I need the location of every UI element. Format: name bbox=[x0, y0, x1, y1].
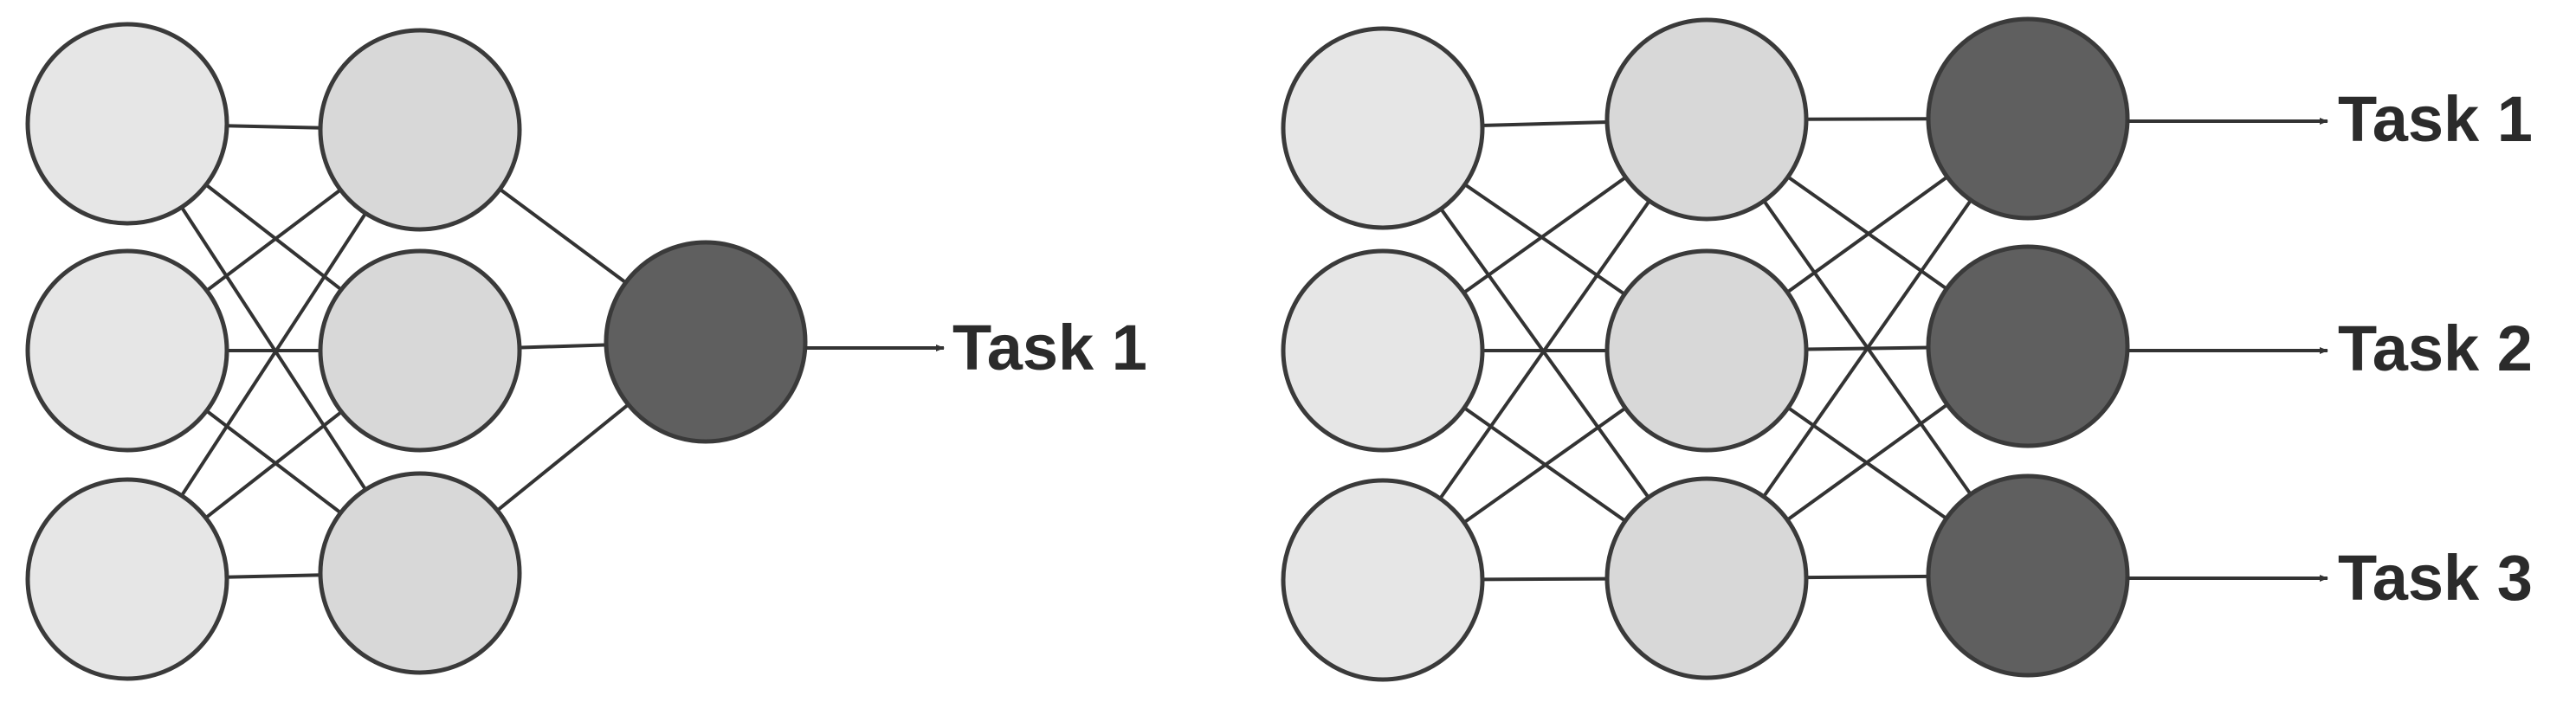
right-hidden-node-2 bbox=[1604, 248, 1809, 453]
left-output-node-1 bbox=[604, 240, 808, 444]
right-edge-l0-0-to-l1-2 bbox=[1438, 206, 1651, 500]
left-hidden-node-1 bbox=[318, 28, 522, 232]
right-edge-l0-2-to-l1-2 bbox=[1480, 577, 1610, 582]
left-input-node-3 bbox=[25, 477, 229, 681]
left-hidden-node-3 bbox=[318, 471, 522, 675]
left-edge-l1-0-to-l2-0 bbox=[497, 186, 629, 286]
right-output-node-2 bbox=[1926, 244, 2130, 448]
right-input-node-2 bbox=[1281, 248, 1485, 453]
left-network-outputs: Task 1 bbox=[805, 312, 1147, 383]
right-hidden-node-3 bbox=[1604, 476, 1809, 680]
right-output-node-1 bbox=[1926, 16, 2130, 221]
left-edge-l0-2-to-l1-2 bbox=[224, 573, 323, 579]
left-edge-l0-0-to-l1-0 bbox=[224, 124, 323, 130]
left-edge-l1-1-to-l2-0 bbox=[517, 343, 609, 350]
left-task-1-label: Task 1 bbox=[952, 312, 1147, 383]
right-network-connections bbox=[1437, 117, 1973, 582]
left-network-connections bbox=[179, 124, 631, 579]
right-edge-l0-1-to-l1-0 bbox=[1461, 175, 1629, 295]
right-edge-l0-0-to-l1-1 bbox=[1462, 182, 1628, 297]
single-task-network: Task 1 bbox=[25, 22, 1147, 681]
right-edge-l1-2-to-l2-0 bbox=[1761, 197, 1973, 499]
left-hidden-node-2 bbox=[318, 248, 522, 453]
left-edge-l0-0-to-l1-1 bbox=[203, 182, 344, 293]
right-input-node-3 bbox=[1281, 478, 1485, 682]
left-network-nodes bbox=[25, 22, 808, 681]
right-edge-l0-2-to-l1-0 bbox=[1437, 198, 1652, 501]
right-network-outputs: Task 1 Task 2 Task 3 bbox=[2127, 83, 2533, 614]
left-edge-l0-0-to-l1-2 bbox=[179, 204, 368, 493]
multi-task-network: Task 1 Task 2 Task 3 bbox=[1281, 16, 2533, 682]
right-network-nodes bbox=[1281, 16, 2130, 682]
right-task-1-label: Task 1 bbox=[2338, 83, 2533, 155]
left-edge-l0-1-to-l1-0 bbox=[203, 187, 344, 293]
left-edge-l1-2-to-l2-0 bbox=[494, 402, 631, 513]
right-edge-l1-1-to-l2-0 bbox=[1785, 174, 1950, 295]
left-input-node-1 bbox=[25, 22, 229, 226]
right-task-2-label: Task 2 bbox=[2338, 312, 2533, 384]
right-input-node-1 bbox=[1281, 26, 1485, 230]
left-edge-l0-2-to-l1-0 bbox=[179, 210, 368, 499]
left-input-node-2 bbox=[25, 248, 229, 453]
right-edge-l0-2-to-l1-1 bbox=[1462, 405, 1628, 525]
left-edge-l0-2-to-l1-1 bbox=[203, 409, 345, 520]
right-hidden-node-1 bbox=[1604, 17, 1809, 222]
right-output-node-3 bbox=[1926, 473, 2130, 678]
right-task-3-label: Task 3 bbox=[2338, 542, 2533, 614]
right-edge-l0-0-to-l1-0 bbox=[1480, 120, 1610, 127]
right-edge-l1-2-to-l2-1 bbox=[1785, 402, 1950, 523]
